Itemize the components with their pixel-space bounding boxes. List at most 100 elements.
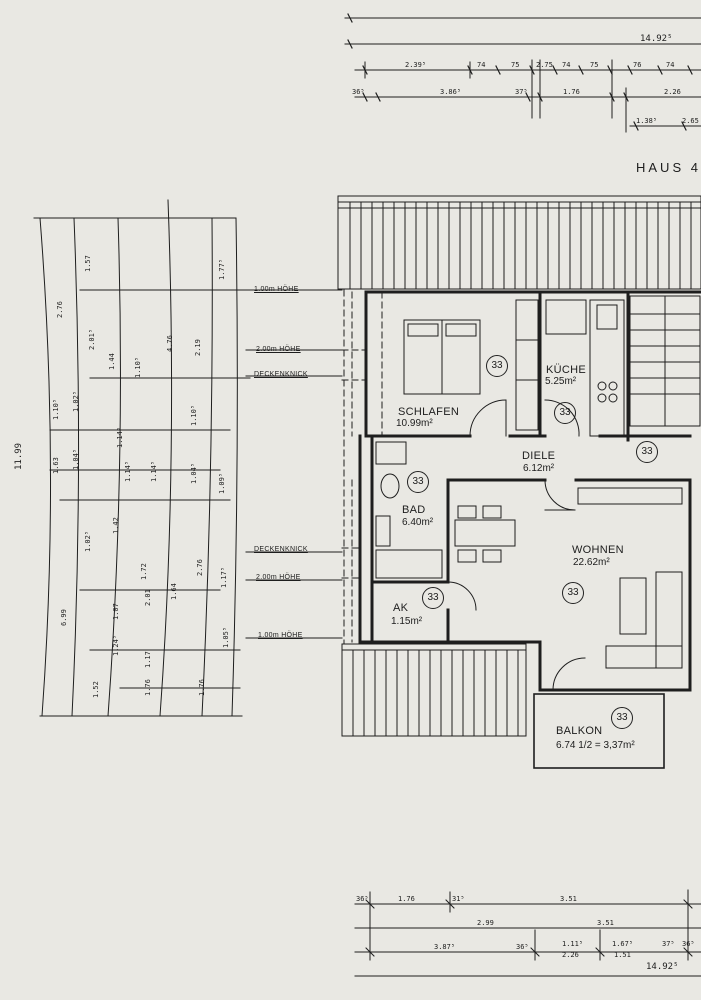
room-wohnen-name: WOHNEN xyxy=(572,544,624,556)
top-dim-r2-2: 37⁵ xyxy=(515,88,528,96)
height-marker-bottom-2: 2.00m HÖHE xyxy=(256,574,301,581)
left-dim-c3-4: 2.01 xyxy=(144,589,152,606)
bottom-dim-r3-6: 37⁵ xyxy=(662,940,675,948)
unit-tag-schlafen: 33 xyxy=(486,355,508,377)
left-dim-c2-3: 1.04⁵ xyxy=(72,448,80,470)
bottom-dim-overall: 14.92⁵ xyxy=(646,962,679,972)
room-kueche-area: 5.25m² xyxy=(545,376,577,387)
left-dim-c5-3: 1.76 xyxy=(198,679,206,696)
unit-tag-diele: 33 xyxy=(636,441,658,463)
top-dim-r1-2: 75 xyxy=(511,61,520,69)
room-diele-name: DIELE xyxy=(522,450,556,462)
dashed-knee-walls xyxy=(341,289,383,645)
left-dim-c2-5: 1.76 xyxy=(144,679,152,696)
house-title: HAUS 4 xyxy=(636,160,701,175)
room-diele-area: 6.12m² xyxy=(523,463,555,474)
top-dim-r2-1: 3.86⁵ xyxy=(440,88,462,96)
left-dim-c6-2: 1.09⁵ xyxy=(218,472,226,494)
height-marker-top-2: 2.00m HÖHE xyxy=(256,346,301,353)
left-dim-c2-1: 2.01⁵ xyxy=(88,328,96,350)
roof-hatch-top xyxy=(337,195,701,290)
bottom-dim-r3-5: 1.51 xyxy=(614,951,631,959)
left-dim-c4-0: 1.10⁵ xyxy=(134,356,142,378)
left-dim-c3-5: 1.17 xyxy=(144,651,152,668)
unit-tag-bad: 33 xyxy=(407,471,429,493)
left-dim-c1-4: 1.52 xyxy=(92,681,100,698)
left-dim-c4-4: 1.64 xyxy=(170,583,178,600)
bottom-dim-r3-3: 2.26 xyxy=(562,951,579,959)
top-dim-r1-6: 76 xyxy=(633,61,642,69)
left-dim-c6-0: 1.77⁵ xyxy=(218,258,226,280)
roof-hatch-bottom xyxy=(341,643,527,737)
unit-tag-wohnen: 33 xyxy=(562,582,584,604)
bottom-dim-r3-4: 1.67⁵ xyxy=(612,940,634,948)
left-dim-c6-4: 1.17⁵ xyxy=(220,566,228,588)
bottom-dimension-lines xyxy=(354,889,701,977)
bottom-dim-r3-2: 1.11⁵ xyxy=(562,940,584,948)
left-dim-c1-1: 1.10⁵ xyxy=(52,398,60,420)
top-dim-r1-1: 74 xyxy=(477,61,486,69)
left-dim-overall: 11.99 xyxy=(14,442,24,470)
walls xyxy=(358,290,701,692)
bottom-dim-r1-0: 36⁵ xyxy=(356,895,369,903)
left-dim-c1-2: 1.63 xyxy=(52,457,60,474)
left-dim-c4-5: 1.24⁵ xyxy=(112,634,120,656)
top-dim-r1-3: 2.75 xyxy=(536,61,553,69)
balcony-outline xyxy=(533,693,665,769)
left-dim-c5-0: 4.76 xyxy=(166,335,174,352)
left-dim-c4-2: 1.14⁵ xyxy=(124,460,132,482)
left-dim-c6-5: 1.05⁵ xyxy=(222,626,230,648)
height-marker-bottom-3: 1.00m HÖHE xyxy=(258,632,303,639)
bottom-dim-r3-7: 36⁵ xyxy=(682,940,695,948)
room-ak-area: 1.15m² xyxy=(391,616,423,627)
bottom-dim-r2-1: 3.51 xyxy=(597,919,614,927)
room-wohnen-area: 22.62m² xyxy=(573,557,610,568)
room-schlafen-name: SCHLAFEN xyxy=(398,406,460,418)
left-dim-c2-4: 1.02⁵ xyxy=(84,530,92,552)
left-dim-c2-2: 1.02⁵ xyxy=(72,390,80,412)
left-dim-c5-1: 1.10⁵ xyxy=(190,404,198,426)
left-dim-c1-0: 2.76 xyxy=(56,301,64,318)
bottom-dim-r1-3: 3.51 xyxy=(560,895,577,903)
top-dim-overall: 14.92⁵ xyxy=(640,34,673,44)
height-marker-top-3: DECKENKNICK xyxy=(254,371,308,378)
height-marker-top-1: 1.00m HÖHE xyxy=(254,286,299,293)
left-dim-c2-0: 1.57 xyxy=(84,255,92,272)
top-dim-r2-3: 1.76 xyxy=(563,88,580,96)
bottom-dim-r1-2: 31⁵ xyxy=(452,895,465,903)
room-bad-area: 6.40m² xyxy=(402,517,434,528)
top-dim-r1-0: 2.39⁵ xyxy=(405,61,427,69)
room-schlafen-area: 10.99m² xyxy=(396,418,433,429)
left-dim-c3-2: 1.72 xyxy=(140,563,148,580)
room-ak-name: AK xyxy=(393,602,409,614)
room-balkon-area: 6.74 1/2 = 3,37m² xyxy=(556,740,635,751)
bottom-dim-r3-0: 3.87⁵ xyxy=(434,943,456,951)
room-kueche-name: KÜCHE xyxy=(546,364,587,376)
height-marker-bottom-1: DECKENKNICK xyxy=(254,546,308,553)
left-dim-c5-2: 1.04⁵ xyxy=(190,462,198,484)
top-dim-r3-0: 1.38⁵ xyxy=(636,117,658,125)
left-dim-c4-1: 1.14⁵ xyxy=(116,426,124,448)
left-dim-c3-3: 1.07 xyxy=(112,603,120,620)
unit-tag-kueche: 33 xyxy=(554,402,576,424)
left-dim-c3-1: 1.42 xyxy=(112,517,120,534)
top-dim-r3-1: 2.65 xyxy=(682,117,699,125)
room-bad-name: BAD xyxy=(402,504,426,516)
top-dim-r2-4: 2.26 xyxy=(664,88,681,96)
room-balkon-name: BALKON xyxy=(556,725,603,737)
top-dim-r1-4: 74 xyxy=(562,61,571,69)
bottom-dim-r3-1: 36⁵ xyxy=(516,943,529,951)
furniture xyxy=(375,295,701,691)
unit-tag-balkon: 33 xyxy=(611,707,633,729)
left-dim-c1-3: 6.99 xyxy=(60,609,68,626)
bottom-dim-r1-1: 1.76 xyxy=(398,895,415,903)
left-dim-c6-1: 2.19 xyxy=(194,339,202,356)
top-dimension-lines xyxy=(344,13,701,133)
unit-tag-ak: 33 xyxy=(422,587,444,609)
bottom-dim-r2-0: 2.99 xyxy=(477,919,494,927)
left-dimension-lines xyxy=(33,199,343,717)
left-dim-c4-3: 1.14⁵ xyxy=(150,460,158,482)
left-dim-c3-0: 1.44 xyxy=(108,353,116,370)
left-dim-c6-3: 2.76 xyxy=(196,559,204,576)
